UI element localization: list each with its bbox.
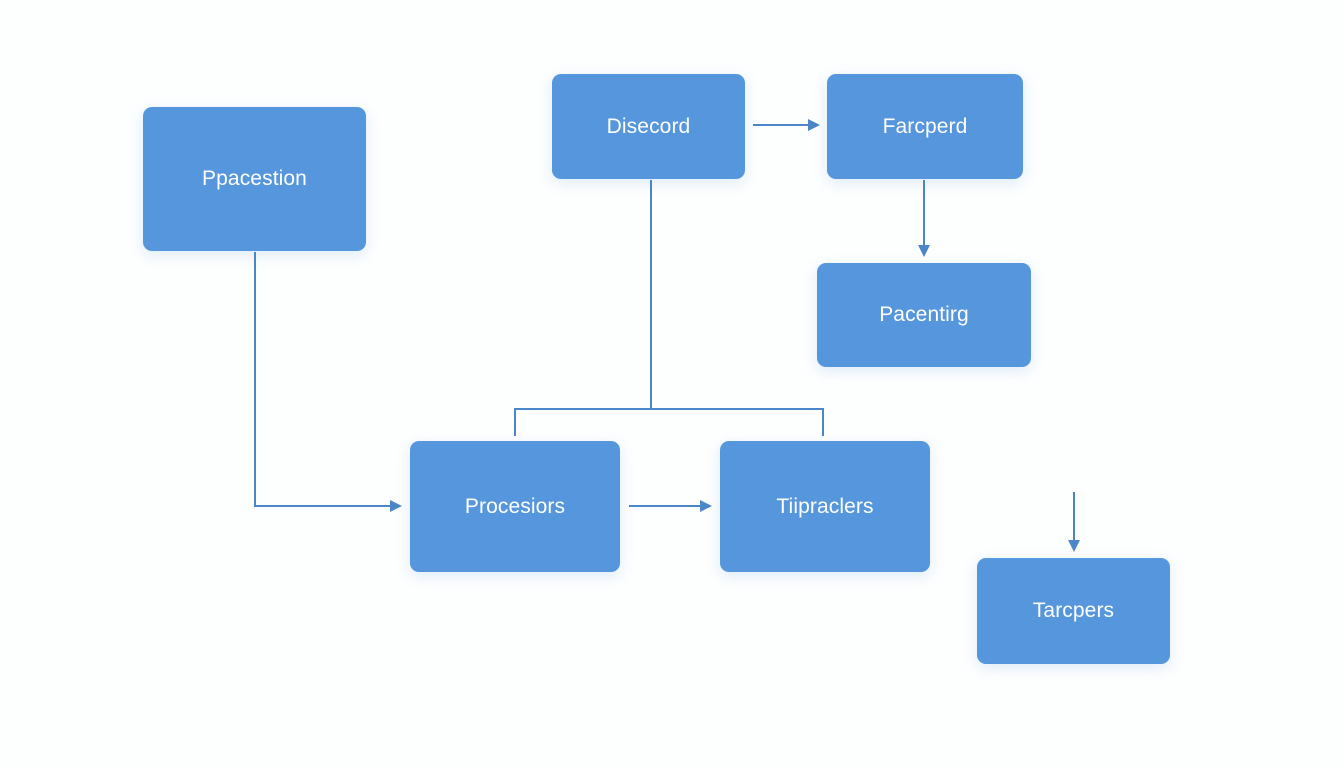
node-label: Procesiors: [464, 494, 566, 518]
node-ppacestion[interactable]: Ppacestion: [143, 107, 366, 251]
node-label: Ppacestion: [202, 167, 307, 190]
node-farcperd[interactable]: Farcperd: [827, 74, 1023, 179]
edge-ppacestion-procesiors: [254, 252, 402, 512]
node-label: Tiipraclers: [776, 494, 874, 518]
node-label: Pacentirg: [879, 303, 969, 326]
edge-branch-bar: [514, 408, 824, 436]
node-tarcpers[interactable]: Tarcpers: [977, 558, 1170, 664]
node-label: Tarcpers: [1032, 599, 1115, 622]
node-label: Disecord: [606, 114, 691, 138]
node-pacentirg[interactable]: Pacentirg: [817, 263, 1031, 367]
node-procesiors[interactable]: Procesiors: [410, 441, 620, 572]
node-label: Farcperd: [882, 114, 968, 138]
node-tiipraclers[interactable]: Tiipraclers: [720, 441, 930, 572]
node-disecord[interactable]: Disecord: [552, 74, 745, 179]
